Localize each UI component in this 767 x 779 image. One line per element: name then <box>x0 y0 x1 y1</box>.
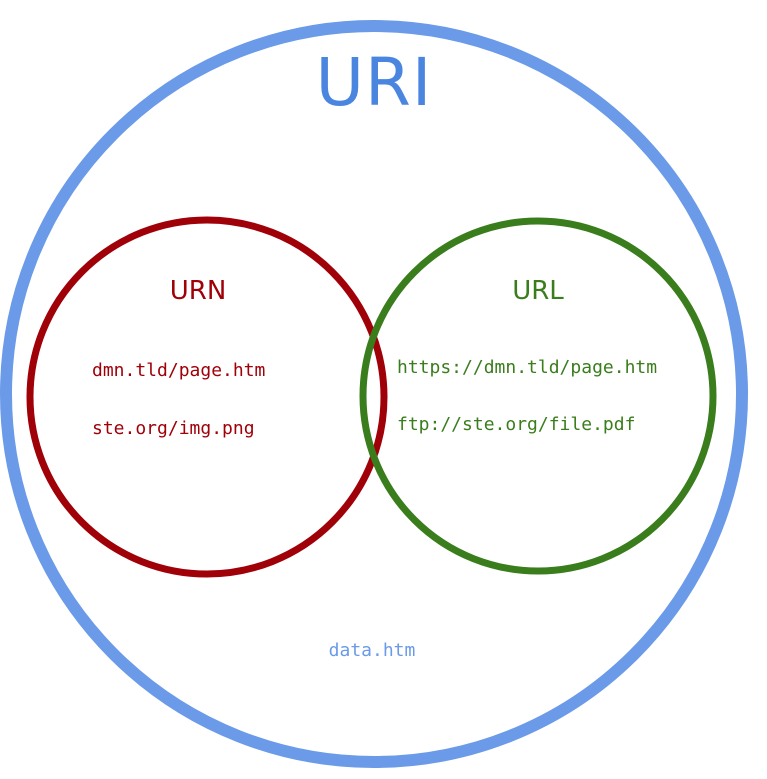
urn-circle <box>26 216 388 578</box>
url-example-1: https://dmn.tld/page.htm <box>397 357 658 378</box>
urn-example-1: dmn.tld/page.htm <box>92 360 266 381</box>
uri-circle <box>0 20 748 768</box>
url-circle <box>359 217 717 575</box>
url-title: URL <box>512 276 564 306</box>
uri-title: URI <box>315 44 433 121</box>
uri-example: data.htm <box>328 640 416 661</box>
urn-example-2: ste.org/img.png <box>92 418 255 439</box>
urn-title: URN <box>169 276 227 306</box>
url-example-2: ftp://ste.org/file.pdf <box>397 414 636 435</box>
